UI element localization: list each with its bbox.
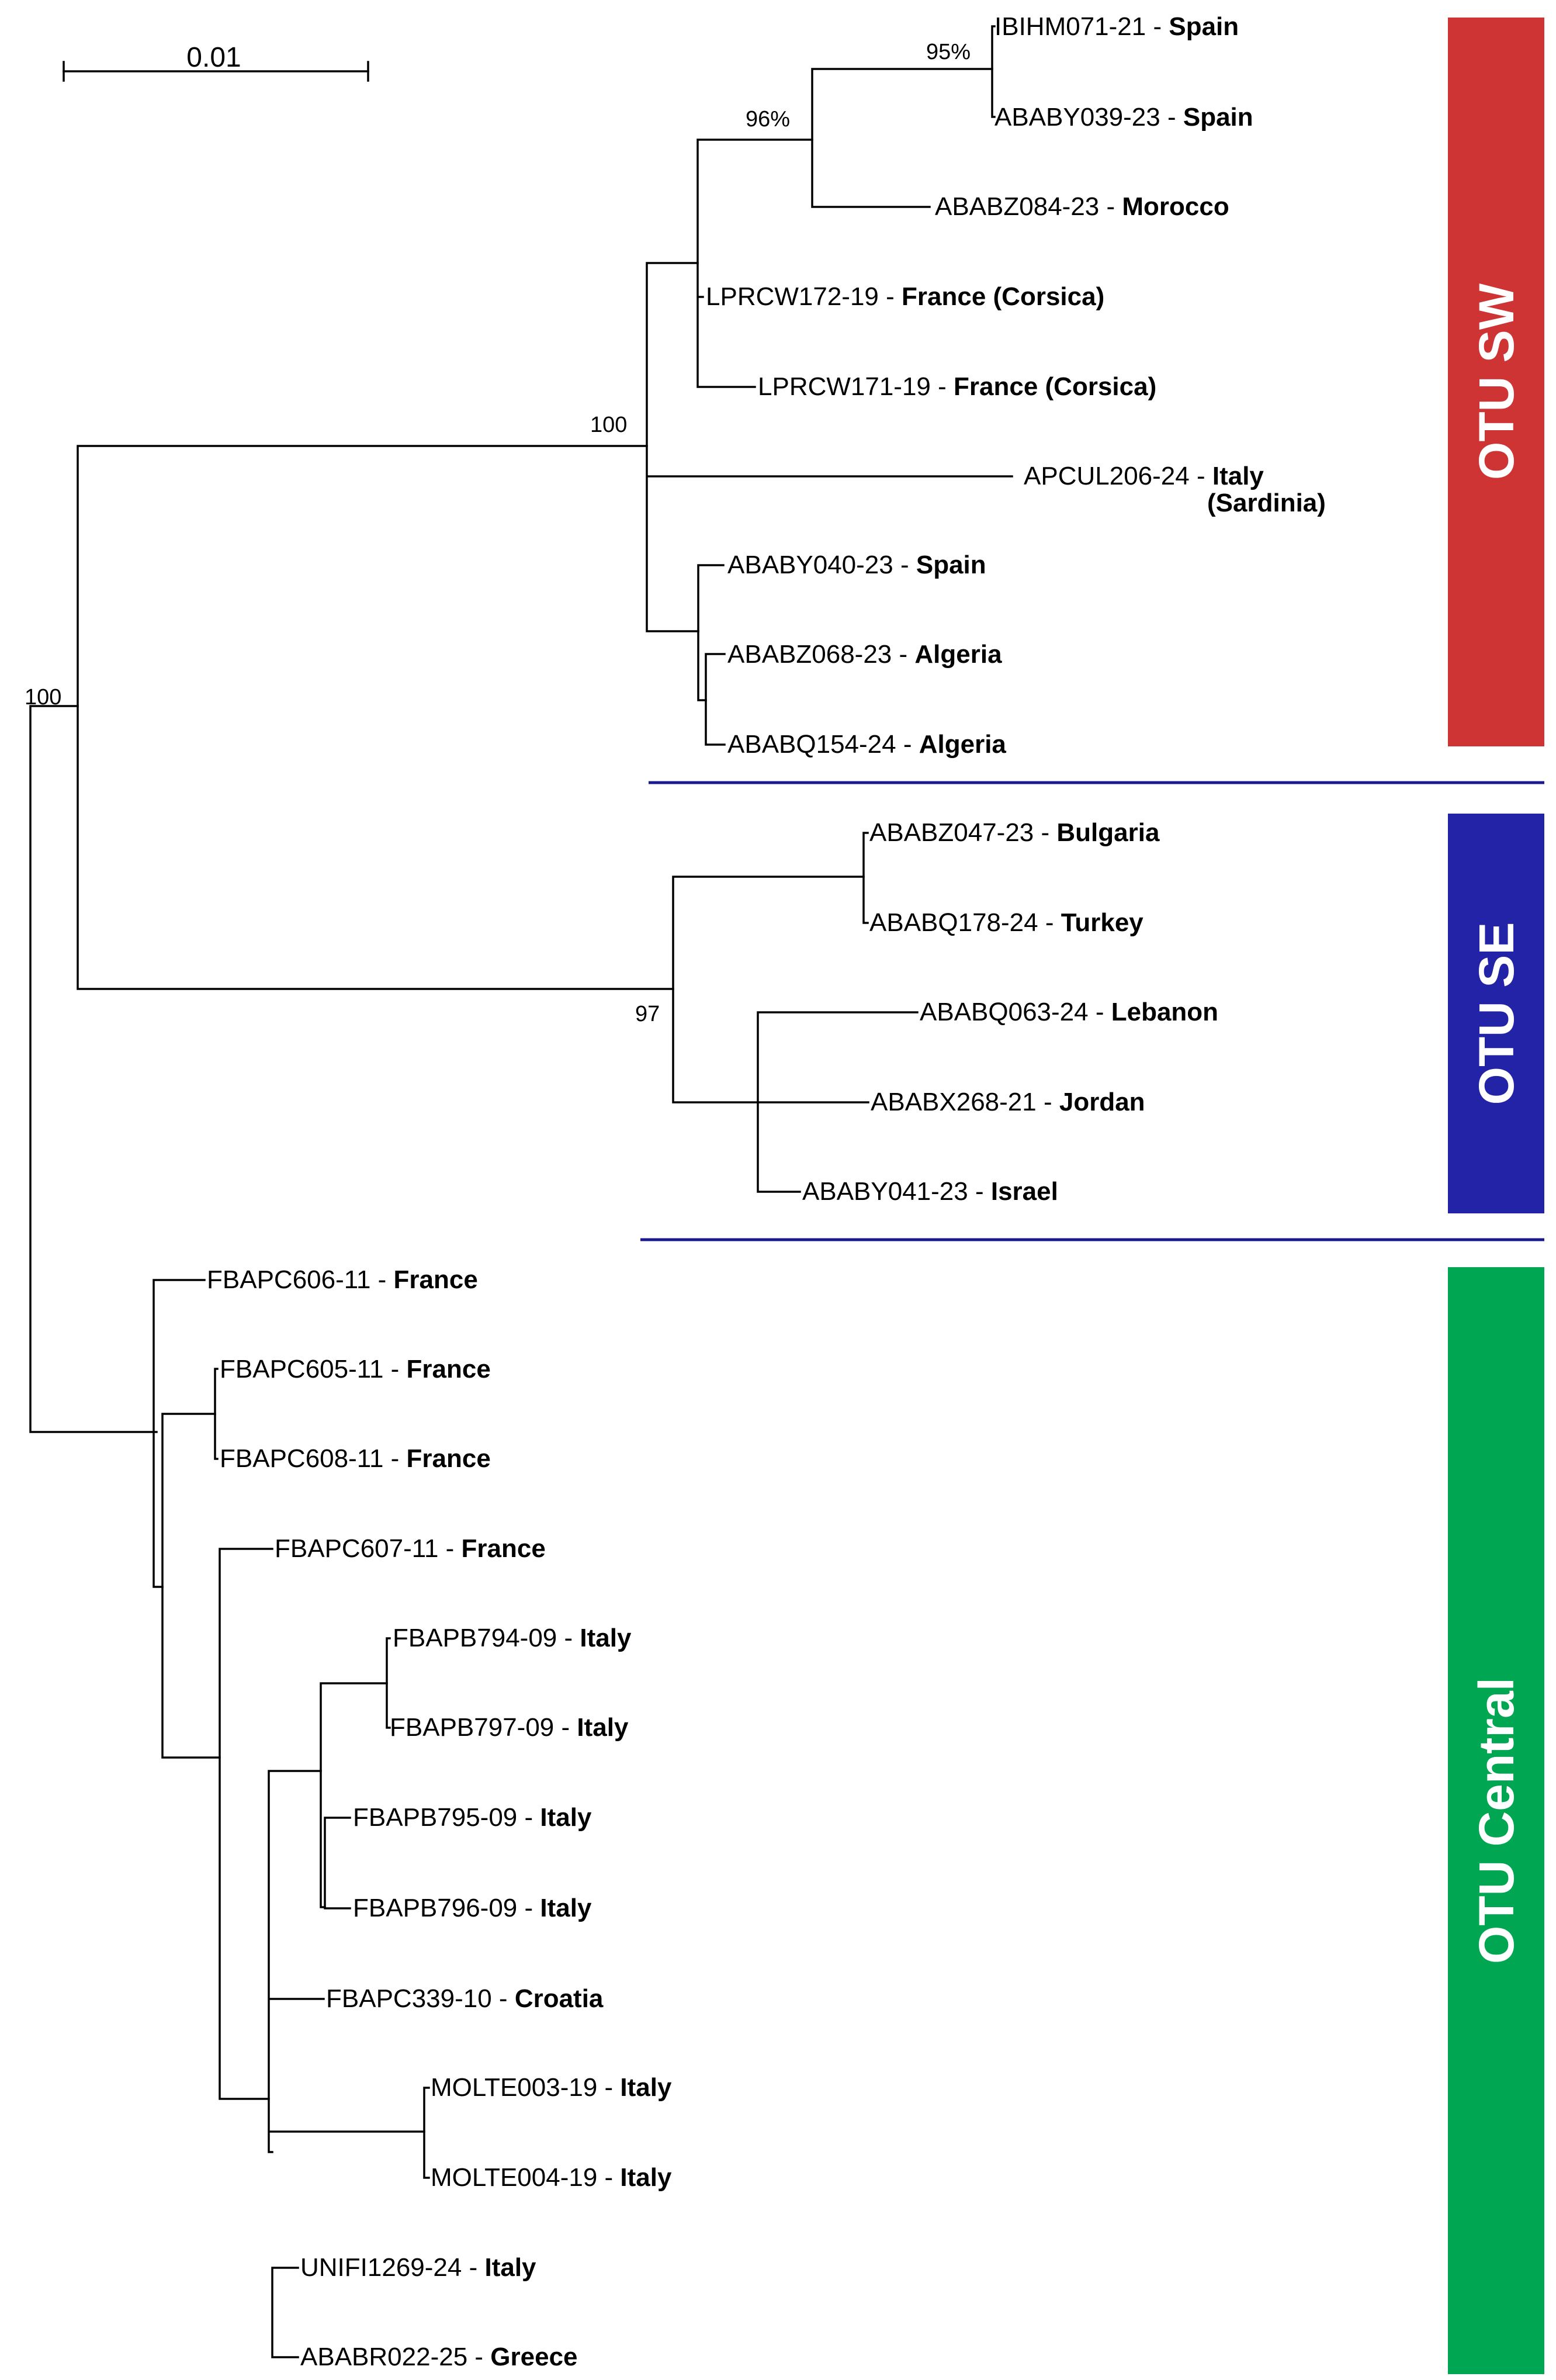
taxon-label: ABABQ154-24 - Algeria	[727, 730, 1006, 759]
support-values: 95% 96% 100 100 97	[25, 40, 971, 1026]
branch-algeria-pair	[705, 653, 726, 746]
otu-bar-sw	[1448, 18, 1544, 746]
taxon-label: LPRCW171-19 - France (Corsica)	[758, 372, 1156, 401]
taxon-label: FBAPC606-11 - France	[207, 1265, 478, 1294]
branch-spain-algeria	[697, 564, 725, 701]
branch-france-pair	[214, 1368, 219, 1460]
taxon-label: FBAPC608-11 - France	[220, 1444, 491, 1473]
taxon-labels: IBIHM071-21 - Spain ABABY039-23 - Spain …	[207, 12, 1326, 2371]
taxon-label: IBIHM071-21 - Spain	[994, 12, 1239, 41]
otu-bar-se	[1448, 814, 1544, 1213]
scale-bar-label: 0.01	[186, 42, 241, 73]
taxon-label: FBAPC605-11 - France	[220, 1355, 491, 1383]
taxon-label: MOLTE003-19 - Italy	[431, 2073, 672, 2102]
taxon-label: FBAPC607-11 - France	[275, 1534, 546, 1563]
branch-levant	[757, 1011, 919, 1193]
otu-label-se: OTU SE	[1469, 922, 1524, 1105]
branch-fbapb-794-797	[386, 1637, 391, 1729]
taxon-label: ABABR022-25 - Greece	[300, 2343, 578, 2371]
branch-central-inner	[161, 1413, 221, 1759]
branch-central	[153, 1279, 206, 1588]
otu-bars: OTU SW OTU SE OTU Central	[1448, 18, 1544, 2374]
taxon-label: ABABZ068-23 - Algeria	[727, 640, 1002, 669]
branch-spain-morocco	[811, 68, 993, 208]
support-value: 95%	[926, 40, 971, 64]
branch-sw	[646, 262, 1013, 632]
taxon-label: ABABQ178-24 - Turkey	[869, 908, 1143, 937]
taxon-label: ABABZ047-23 - Bulgaria	[869, 818, 1160, 847]
branch-fbapb	[320, 1682, 388, 1908]
taxon-label: FBAPB797-09 - Italy	[390, 1713, 629, 1742]
otu-label-central: OTU Central	[1469, 1677, 1524, 1964]
taxon-label: FBAPB795-09 - Italy	[353, 1803, 592, 1832]
taxon-label: FBAPC339-10 - Croatia	[326, 1984, 604, 2013]
tree-branches	[29, 25, 1013, 2358]
taxon-label: ABABY041-23 - Israel	[802, 1177, 1058, 1206]
support-value: 100	[590, 413, 627, 437]
taxon-label: FBAPB796-09 - Italy	[353, 1894, 592, 1922]
taxon-label: ABABX268-21 - Jordan	[871, 1088, 1145, 1116]
support-value: 96%	[746, 107, 790, 132]
taxon-label: LPRCW172-19 - France (Corsica)	[706, 282, 1104, 311]
support-value: 100	[25, 685, 61, 710]
otu-bar-central	[1448, 1267, 1544, 2374]
taxon-label: ABABQ063-24 - Lebanon	[920, 998, 1218, 1026]
branch-se	[672, 876, 865, 1103]
branch-sw-west	[696, 139, 813, 388]
branch-spain-pair	[991, 25, 996, 118]
taxon-label: ABABY040-23 - Spain	[727, 551, 986, 579]
taxon-label: FBAPB794-09 - Italy	[393, 1624, 632, 1652]
branch-central-core	[219, 1548, 273, 2100]
scale-bar: 0.01	[63, 42, 369, 82]
taxon-label: ABABZ084-23 - Morocco	[935, 192, 1229, 221]
taxon-label: APCUL206-24 - Italy	[1024, 462, 1264, 490]
branch-sw-se	[77, 445, 674, 990]
support-value: 97	[635, 1002, 660, 1026]
otu-label-sw: OTU SW	[1469, 283, 1524, 480]
branch-root	[29, 705, 158, 1433]
branch-bulgaria-turkey	[862, 832, 869, 924]
taxon-label: MOLTE004-19 - Italy	[431, 2163, 672, 2192]
branch-fbapb-795-796	[324, 1817, 351, 1909]
branch-unifi-greece	[271, 2267, 299, 2358]
taxon-label: ABABY039-23 - Spain	[994, 103, 1253, 132]
branch-italy-croatia	[268, 1770, 425, 2153]
taxon-label-line2: (Sardinia)	[1207, 489, 1326, 517]
branch-molte-pair	[423, 2087, 430, 2179]
taxon-label: UNIFI1269-24 - Italy	[300, 2253, 536, 2282]
